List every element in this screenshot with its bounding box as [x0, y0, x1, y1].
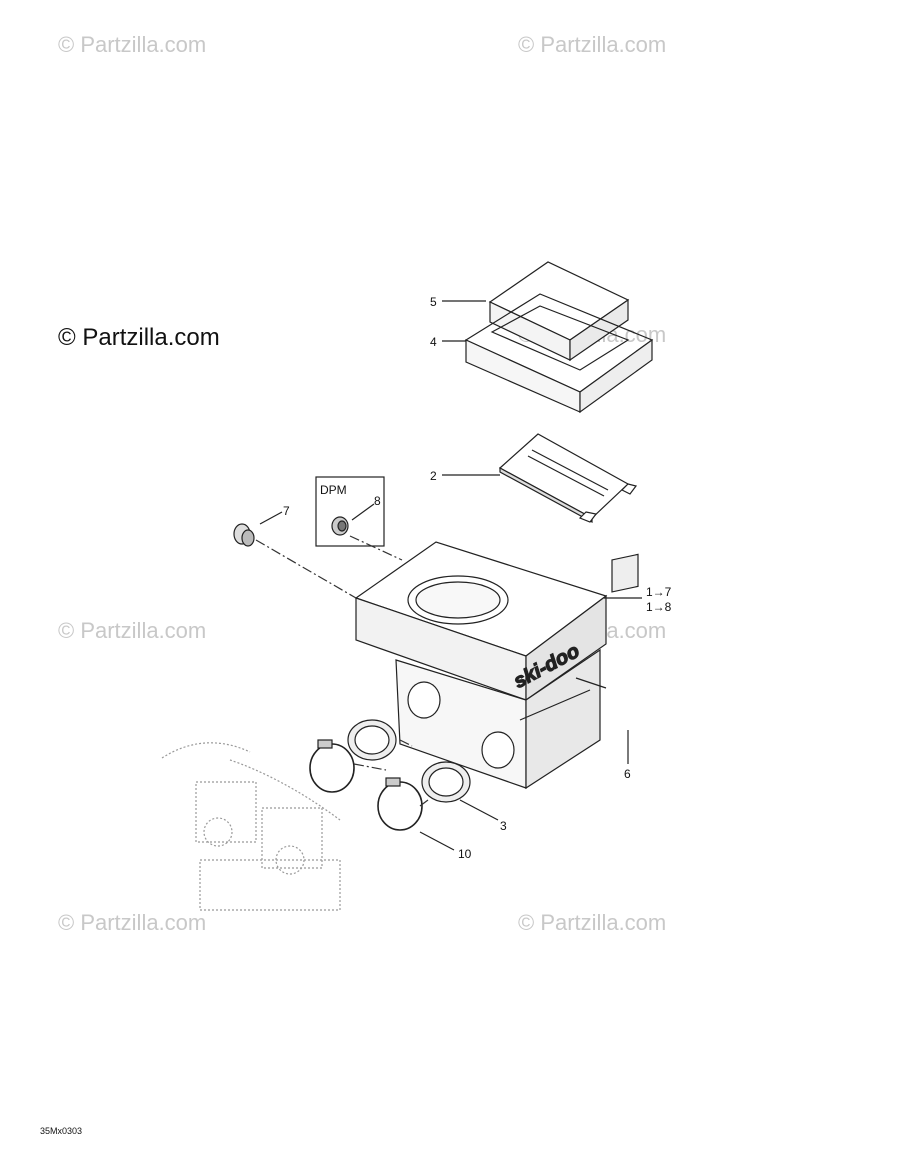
- part-7-grommet: [233, 523, 255, 547]
- part-3-adaptor-upper: [347, 719, 397, 761]
- watermark-main: © Partzilla.com: [58, 324, 220, 351]
- callout-6: 6: [624, 767, 631, 781]
- dpm-box: [315, 476, 385, 547]
- callout-4: 4: [430, 335, 437, 349]
- part-4-frame: [464, 293, 654, 414]
- part-10-clamp-upper: [309, 739, 355, 793]
- callout-10: 10: [458, 847, 472, 861]
- watermark: © Partzilla.com: [58, 910, 207, 935]
- callout-3: 3: [500, 819, 507, 833]
- carburetor-assembly: [161, 742, 341, 911]
- callout-2: 2: [430, 469, 437, 483]
- part-3-adaptor-lower: [421, 761, 471, 803]
- callout-1-8: 1→8: [646, 600, 672, 614]
- alignment-lines: [255, 535, 429, 807]
- part-1-silencer: [354, 541, 608, 790]
- watermark: © Partzilla.com: [58, 32, 207, 57]
- diagram-code: 35Mx0303: [40, 1126, 83, 1136]
- callout-5: 5: [430, 295, 437, 309]
- part-8-grommet: [331, 516, 349, 536]
- part-5-filter: [488, 261, 630, 362]
- leader-lines: [259, 300, 642, 851]
- callout-8: 8: [374, 494, 381, 508]
- dpm-box-label: DPM: [320, 483, 347, 497]
- part-2-plate: [498, 433, 638, 524]
- callout-1-7: 1→7: [646, 585, 672, 599]
- part-10-clamp-lower: [377, 777, 423, 831]
- callout-7: 7: [283, 504, 290, 518]
- part-6-decal: [611, 553, 639, 593]
- watermark: © Partzilla.com: [518, 910, 667, 935]
- watermark: © Partzilla.com: [518, 32, 667, 57]
- watermark: © Partzilla.com: [58, 618, 207, 643]
